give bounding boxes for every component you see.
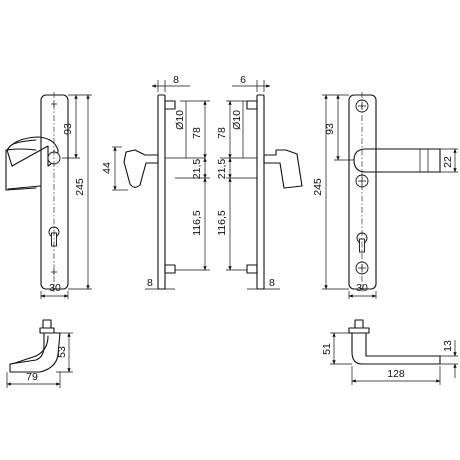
dim-width-label: 30	[49, 282, 61, 294]
lever-grip-lines	[419, 149, 429, 172]
top-view-left: 53 79	[6, 319, 73, 388]
dim-top-label: 6	[240, 74, 246, 86]
lever-side-profile	[263, 149, 303, 189]
dim-lower-label: 116,5	[216, 210, 228, 236]
side-view-left: 8 8 44 Ø10 78 21,5 116,5	[101, 74, 210, 290]
dim-lever-label: 22	[442, 156, 454, 168]
side-view-right: 6 8 Ø10 78 21,5 116,5	[216, 74, 303, 290]
spindle-block	[354, 319, 364, 329]
top-view-right: 51 128 13	[321, 319, 458, 385]
dim-lever-label: 44	[101, 162, 113, 174]
dim-bottom-label: 8	[147, 277, 153, 289]
dim-middle-label: 21,5	[216, 159, 228, 180]
spindle-block	[42, 319, 52, 329]
dim-width-label: 30	[356, 282, 368, 294]
dim-upper-label: 93	[62, 123, 74, 135]
lever-side-profile	[123, 149, 159, 188]
dim-diameter-label: Ø10	[231, 110, 243, 130]
dim-end-label: 13	[442, 340, 454, 352]
lever-top-inner	[11, 335, 49, 365]
dim-upper-label: 78	[216, 127, 228, 139]
back-plate-outline	[40, 94, 69, 290]
side-plate	[256, 94, 265, 290]
dim-lower-label: 116,5	[191, 210, 203, 236]
bottom-fixing	[164, 264, 176, 274]
rose-base	[348, 327, 370, 334]
front-view-left: 93 245 30	[5, 92, 92, 299]
front-view-right: 93 245 30 22	[312, 92, 458, 299]
top-fixing	[246, 100, 258, 110]
dim-top-label: 8	[173, 74, 179, 86]
dim-upper-label: 78	[191, 127, 203, 139]
dim-diameter-label: Ø10	[174, 110, 186, 130]
back-plate-outline	[348, 94, 377, 290]
dim-height-label: 51	[321, 343, 333, 355]
lever-body	[5, 148, 37, 191]
dim-height-label: 245	[74, 178, 86, 196]
bottom-fixing	[246, 264, 258, 274]
dim-middle-label: 21,5	[191, 159, 203, 180]
rose-base	[39, 327, 55, 334]
dim-length-label: 128	[387, 368, 405, 380]
dim-upper-label: 93	[324, 123, 336, 135]
dim-length-label: 79	[26, 371, 38, 383]
dim-bottom-label: 8	[269, 277, 275, 289]
lever-top-profile	[9, 332, 61, 373]
dim-height-label: 53	[56, 346, 68, 358]
dim-height-label: 245	[312, 178, 324, 196]
top-fixing	[164, 100, 176, 110]
lever-handle	[353, 148, 441, 173]
lever-edge	[7, 139, 41, 190]
side-plate	[157, 94, 166, 290]
lever-top-profile	[351, 332, 441, 365]
